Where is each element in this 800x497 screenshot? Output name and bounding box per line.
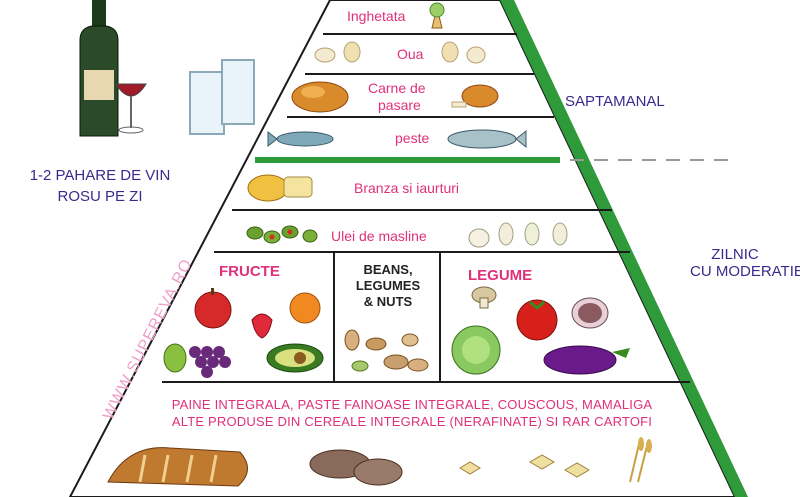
beans-line2: LEGUMES [355, 278, 421, 293]
cheese-icon [247, 174, 313, 202]
potatoes-icon [309, 449, 403, 486]
daily-line2: CU MODERATIE [690, 263, 800, 280]
tier-label-beans: BEANS, LEGUMES & NUTS [340, 262, 436, 310]
pyramid-green-edge [500, 0, 748, 497]
wine-glass-icon [115, 83, 147, 134]
side-label-daily: ZILNIC CU MODERATIE [690, 246, 800, 280]
garlic-icon [468, 222, 568, 248]
onion-icon [571, 297, 609, 329]
fish-icon [447, 129, 527, 149]
mushroom-icon [471, 286, 497, 309]
chicken-leg-icon [451, 84, 499, 108]
wine-bottle-icon [79, 0, 119, 137]
wheat-icon [629, 437, 652, 483]
nuts-icon [344, 329, 429, 372]
beans-line1: BEANS, [363, 262, 413, 277]
side-label-wine: 1-2 PAHARE DE VIN ROSU PE ZI [0, 165, 200, 207]
avocado-icon [266, 343, 324, 373]
bread-icon [107, 447, 248, 487]
daily-line1: ZILNIC [711, 246, 759, 263]
wine-line1: 1-2 PAHARE DE VIN [29, 167, 171, 184]
apple-icon [194, 288, 232, 329]
tier-label-cheese: Branza si iaurturi [354, 180, 460, 196]
water-glasses-icon [189, 59, 255, 135]
roast-chicken-icon [291, 81, 349, 113]
tier-label-fruits: FRUCTE [219, 263, 280, 280]
tier-label-eggs: Oua [397, 46, 424, 62]
ice-cream-icon [429, 2, 445, 29]
strawberry-icon [251, 313, 273, 339]
tier-label-vegetables: LEGUME [468, 267, 533, 284]
cabbage-icon [451, 325, 501, 375]
grapes-icon [163, 343, 231, 378]
tier-label-poultry-line2: pasare [378, 97, 421, 113]
tier-label-poultry-line1: Carne de [368, 80, 426, 96]
tier-label-olive-oil: Ulei de masline [331, 228, 427, 244]
eggplant-icon [543, 345, 630, 375]
tomato-icon [516, 299, 558, 341]
grains-line2: ALTE PRODUSE DIN CEREALE INTEGRALE (NERA… [171, 414, 653, 429]
tier-label-fish: peste [395, 130, 430, 146]
eggs-icon [314, 41, 486, 64]
pasta-icon [459, 454, 590, 478]
tier-label-grains: PAINE INTEGRALA, PASTE FAINOASE INTEGRAL… [112, 396, 712, 430]
tier-label-ice-cream: Inghetata [347, 8, 406, 24]
wine-line2: ROSU PE ZI [57, 188, 143, 205]
side-label-weekly: SAPTAMANAL [565, 93, 665, 110]
apricot-icon [289, 292, 321, 324]
grains-line1: PAINE INTEGRALA, PASTE FAINOASE INTEGRAL… [171, 397, 653, 412]
beans-line3: & NUTS [363, 294, 413, 309]
fish-icon [267, 130, 334, 148]
olives-icon [246, 225, 318, 244]
